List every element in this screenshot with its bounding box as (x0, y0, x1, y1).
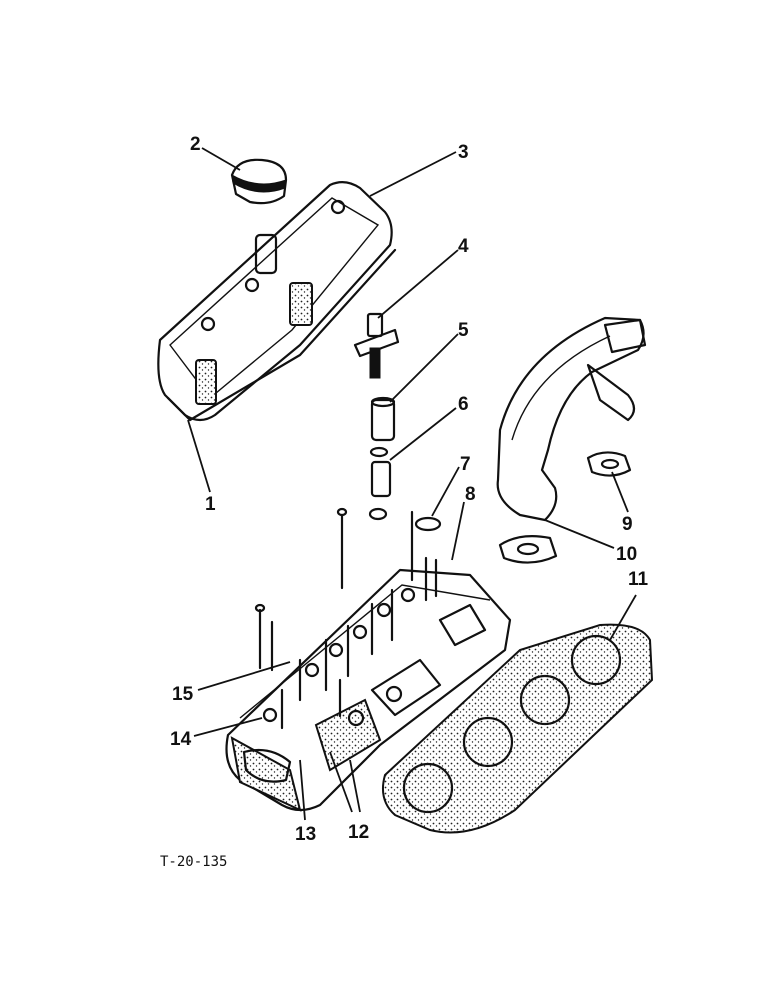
callout-8: 8 (465, 484, 476, 505)
callout-11: 11 (628, 569, 649, 590)
injector-sleeve (370, 396, 396, 442)
callout-2: 2 (190, 134, 201, 155)
callout-14: 14 (170, 729, 192, 750)
callout-6: 6 (458, 394, 469, 415)
callout-15: 15 (172, 684, 194, 705)
valve-cover (157, 181, 397, 422)
callout-labels: 1 2 3 4 5 6 7 8 9 10 11 12 13 14 15 (170, 134, 649, 845)
cylinder-head (225, 507, 512, 812)
o-ring (414, 516, 442, 532)
manifold (496, 316, 647, 522)
callout-7: 7 (460, 454, 471, 475)
callout-13: 13 (295, 824, 316, 845)
nozzle-tube (368, 446, 392, 521)
leader-lines (187, 147, 637, 821)
callout-12: 12 (348, 822, 369, 843)
injector (353, 312, 400, 379)
figure-reference: T-20-135 (160, 854, 227, 870)
callout-9: 9 (622, 514, 633, 535)
callout-10: 10 (616, 544, 637, 565)
manifold-gasket-upper (586, 451, 632, 477)
callout-4: 4 (458, 236, 469, 257)
oil-filler-cap (230, 158, 288, 205)
callout-3: 3 (458, 142, 469, 163)
callout-1: 1 (205, 494, 216, 515)
head-gasket (382, 623, 654, 834)
callout-5: 5 (458, 320, 469, 341)
manifold-gasket-lower (498, 535, 558, 564)
